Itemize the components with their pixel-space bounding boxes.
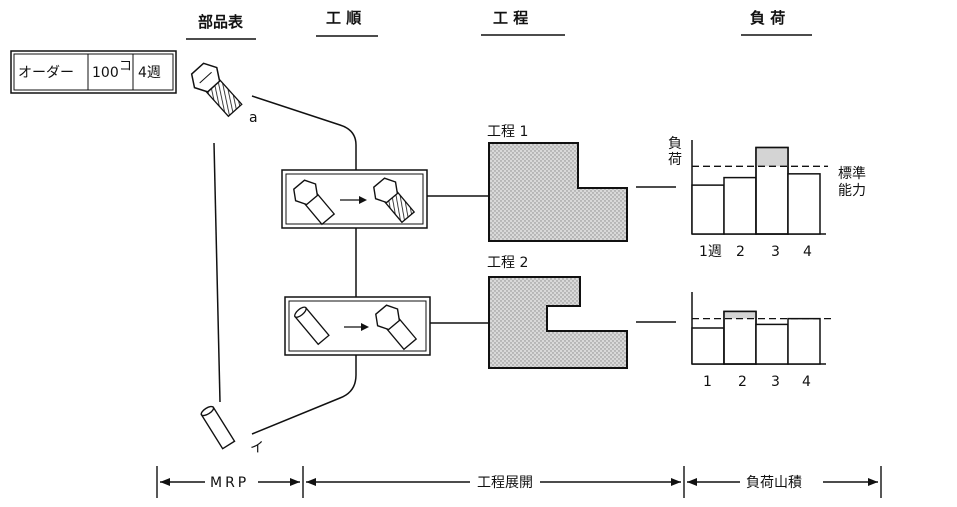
- part-rod-i: イ: [200, 405, 264, 456]
- part-a-label: a: [249, 110, 258, 126]
- standard-capacity-label-2: 能力: [838, 183, 866, 199]
- process-1-label: 工程 1: [487, 124, 528, 140]
- routing-box-2: [284, 296, 431, 356]
- footer-arrowheads: [160, 478, 878, 486]
- part-bolt-a: a: [190, 62, 258, 126]
- part-i-label: イ: [250, 440, 264, 456]
- rod-icon: [294, 306, 330, 346]
- tick-label: 4: [802, 374, 811, 390]
- tick-label: 2: [738, 374, 747, 390]
- order-box: オーダー 100 コ 4週: [10, 50, 177, 94]
- order-period: 4週: [138, 65, 161, 81]
- header-routing: 工 順: [326, 9, 362, 27]
- footer-mrp: MRP: [210, 475, 249, 491]
- header-process: 工 程: [493, 9, 528, 27]
- order-quantity-unit: コ: [119, 59, 132, 74]
- tick-label: 2: [736, 244, 745, 260]
- order-label: オーダー: [18, 65, 74, 81]
- tick-label: 3: [771, 374, 780, 390]
- process-connectors: [427, 186, 676, 324]
- load-bar: [723, 176, 757, 235]
- tick-label: 1: [703, 374, 712, 390]
- column-headers: 部品表 工 順 工 程 負 荷: [186, 9, 812, 40]
- load-bar: [787, 317, 821, 365]
- over-capacity-segment: [756, 148, 788, 167]
- routing-box-1: [281, 169, 428, 229]
- load-axis-label-1: 負: [668, 136, 682, 152]
- over-capacity-segment: [724, 312, 756, 319]
- bolt-threaded-icon: [373, 177, 416, 224]
- tick-label: 1週: [699, 244, 722, 260]
- load-bar: [755, 323, 789, 365]
- tick-label: 4: [803, 244, 812, 260]
- load-bar: [691, 184, 725, 235]
- header-load: 負 荷: [750, 9, 785, 27]
- load-bar: [691, 327, 725, 365]
- load-bar: [723, 310, 757, 365]
- header-parts-list: 部品表: [198, 13, 244, 31]
- footer-process-expansion: 工程展開: [477, 475, 533, 491]
- load-chart-1: 1週 2 3 4: [691, 140, 828, 260]
- load-bar: [787, 173, 821, 235]
- process-2-label: 工程 2: [487, 255, 528, 271]
- bolt-blank-icon: [293, 179, 336, 226]
- bom-connectors: [213, 95, 357, 435]
- bolt-blank-icon-2: [375, 304, 418, 351]
- order-quantity: 100: [92, 65, 119, 81]
- process-1: 工程 1: [487, 124, 628, 242]
- tick-label: 3: [771, 244, 780, 260]
- process-2: 工程 2: [487, 255, 628, 369]
- load-chart-2: 1 2 3 4: [691, 292, 832, 390]
- footer-load-accumulation: 負荷山積: [746, 475, 802, 491]
- load-axis-label-2: 荷: [668, 152, 682, 168]
- standard-capacity-label-1: 標準: [838, 166, 866, 182]
